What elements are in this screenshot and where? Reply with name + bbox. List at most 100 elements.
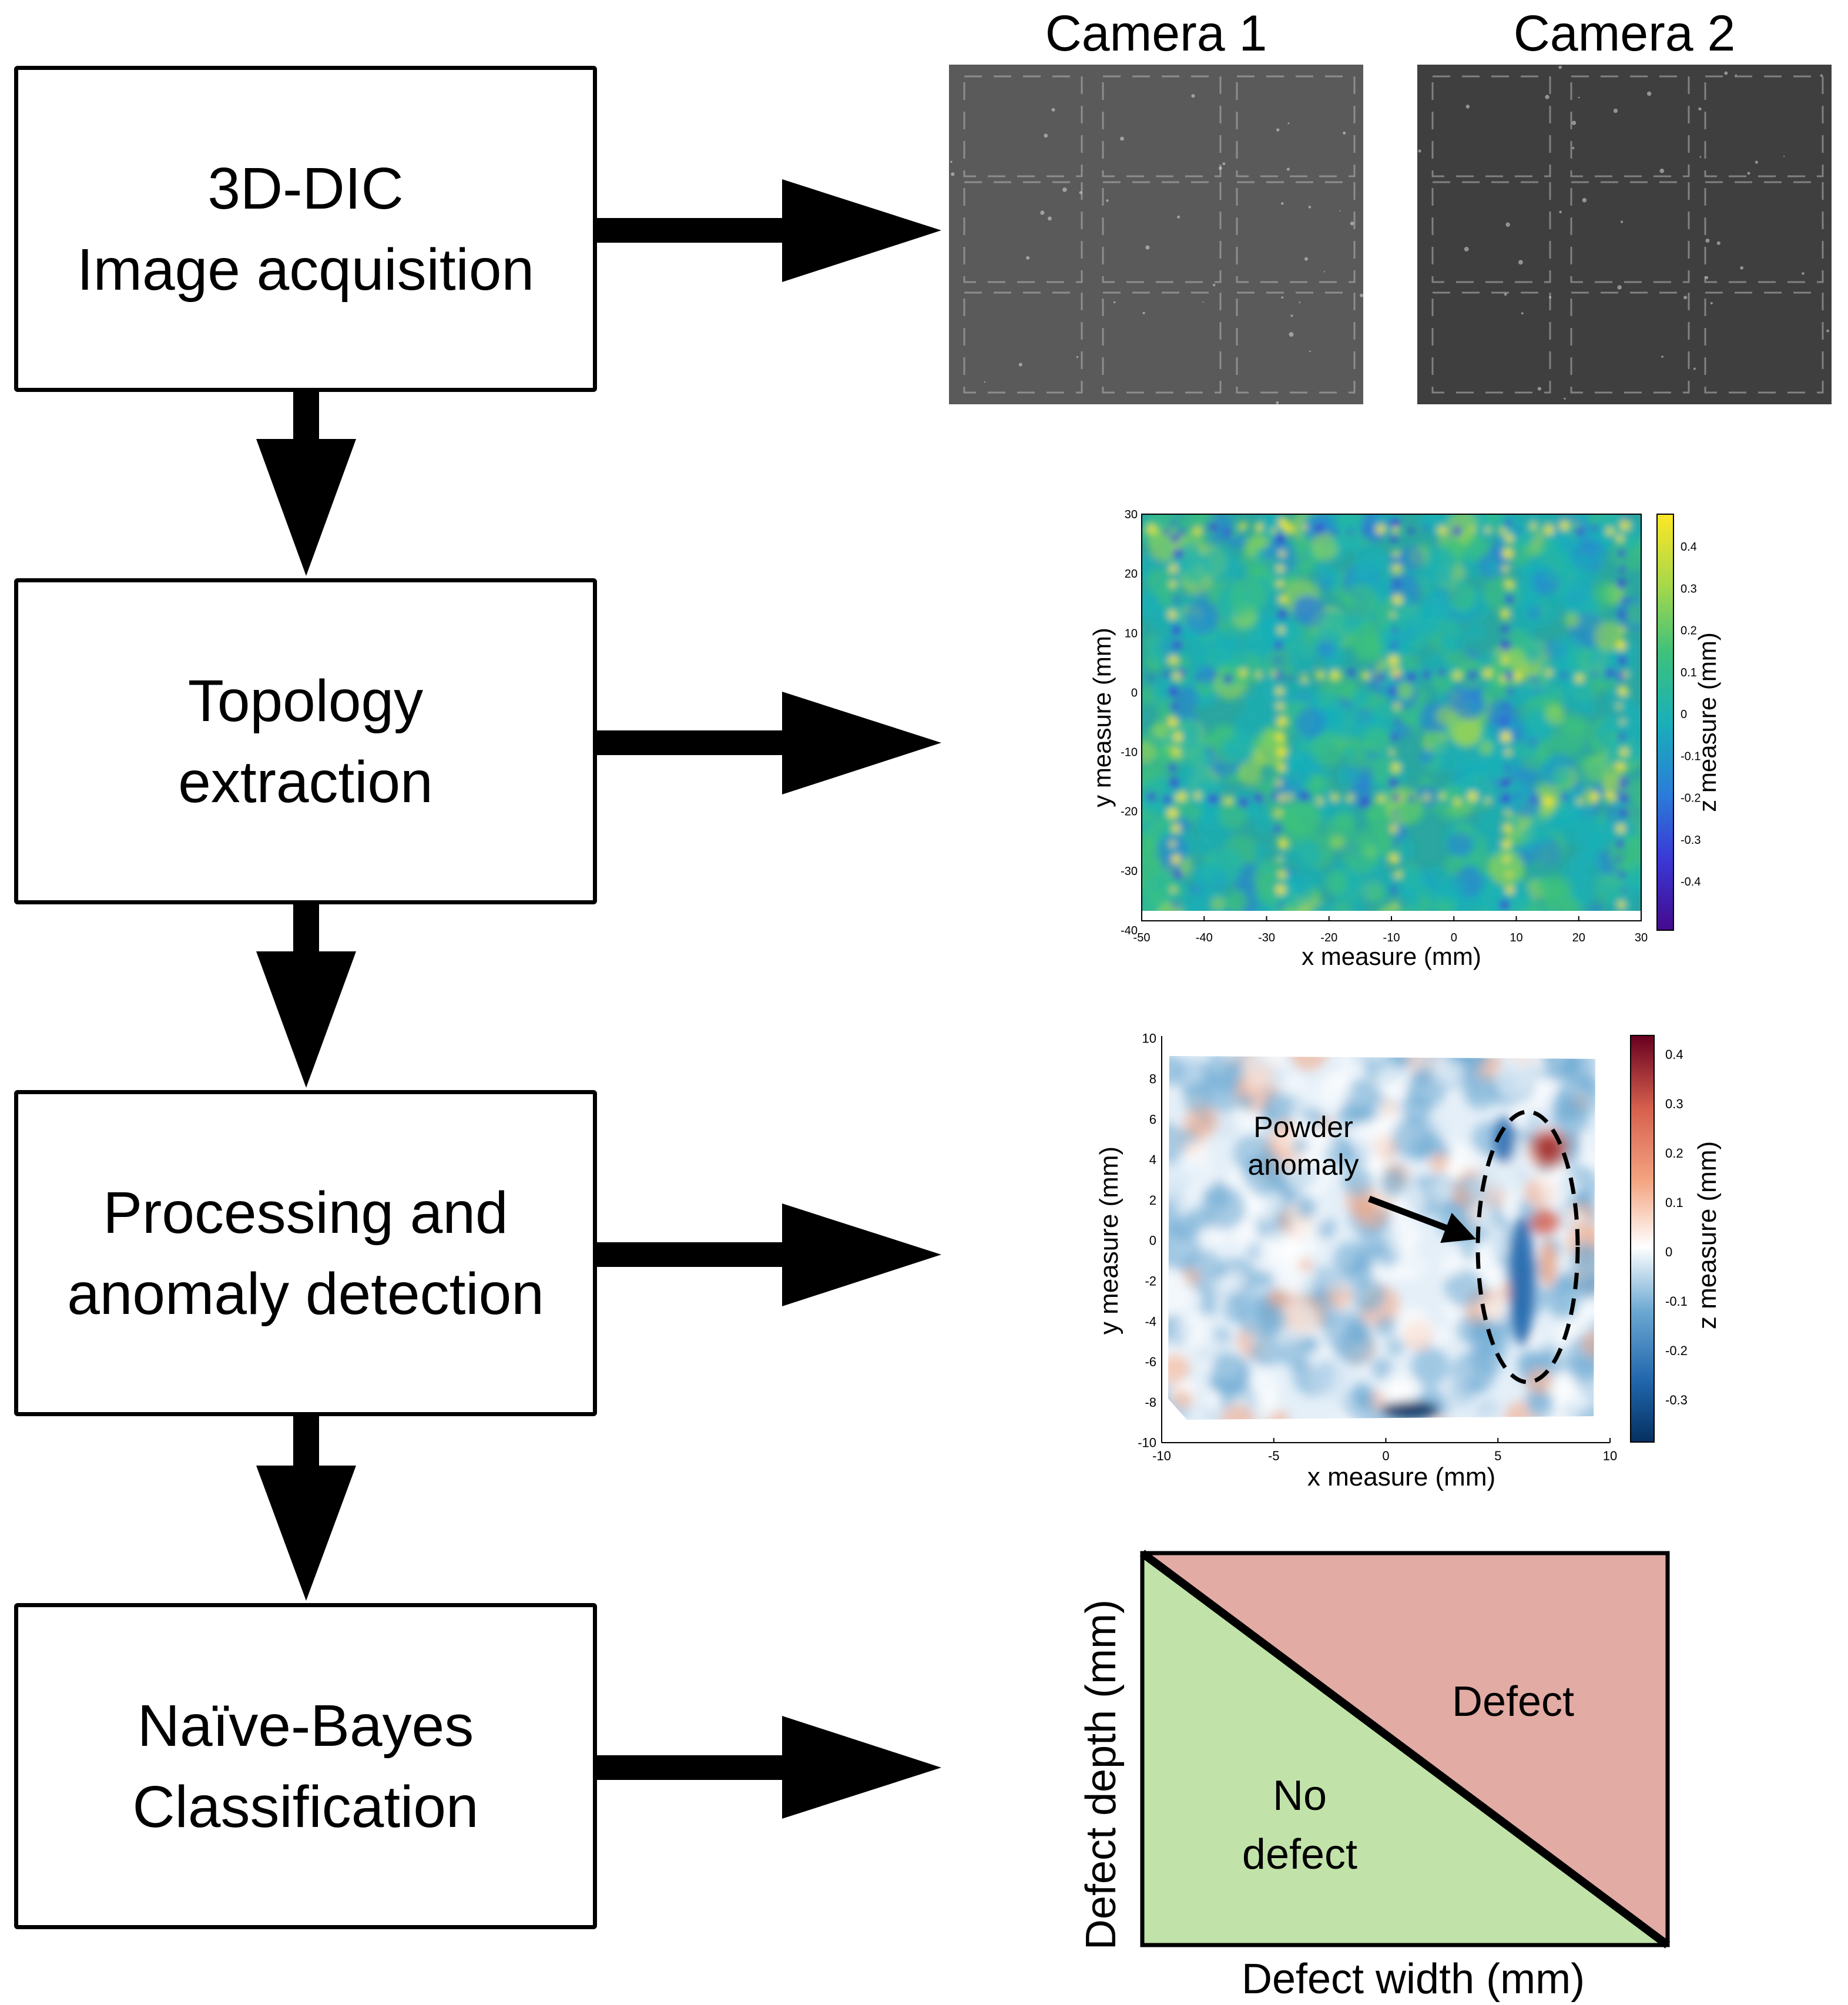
speckle-dot [1802, 272, 1805, 275]
build-grid-cell [963, 181, 1083, 283]
annotation-arrow [1368, 1195, 1477, 1243]
z-tick-label: 0.1 [1665, 1195, 1683, 1210]
y-tick-label: -20 [1121, 806, 1138, 819]
y-tick-label: -8 [1145, 1395, 1156, 1410]
speckle-dot [1578, 96, 1580, 99]
speckle-dot [1735, 74, 1737, 76]
y-tick-label: 0 [1131, 686, 1138, 699]
right-arrow-icon [597, 179, 941, 282]
speckle-dot [1613, 108, 1618, 113]
right-arrow-icon [597, 692, 941, 794]
speckle-dot [1659, 169, 1665, 173]
anomaly-z-label: z measure (mm) [1693, 1141, 1722, 1329]
speckle-dot [1212, 283, 1216, 287]
speckle-dot [1106, 199, 1109, 202]
z-tick-label: 0.4 [1681, 541, 1697, 554]
z-tick-label: 0.3 [1681, 582, 1697, 595]
x-tick-label: -10 [1383, 931, 1400, 944]
speckle-dot [1218, 166, 1222, 170]
z-tick-label: -0.3 [1681, 834, 1701, 847]
build-grid-cell [963, 75, 1083, 177]
z-tick-label: 0.3 [1665, 1097, 1683, 1111]
z-tick-label: 0 [1665, 1245, 1672, 1259]
speckle-dot [1418, 149, 1421, 153]
x-tick-label: -5 [1268, 1449, 1280, 1463]
z-tick-label: -0.4 [1681, 876, 1701, 888]
build-grid-cell [1570, 291, 1690, 394]
speckle-dot [1571, 120, 1577, 125]
camera-1-image [949, 65, 1363, 404]
x-tick-label: -10 [1152, 1449, 1171, 1463]
step-label: Naïve-Bayes Classification [132, 1692, 479, 1840]
speckle-dot [1290, 314, 1293, 317]
speckle-dot [1051, 108, 1055, 112]
anomaly-highlight-ellipse [1475, 1109, 1580, 1384]
speckle-dot [1826, 329, 1829, 333]
y-tick-label: 8 [1149, 1072, 1156, 1087]
speckle-dot [1564, 397, 1566, 400]
speckle-dot [1145, 245, 1150, 250]
y-tick-label: 2 [1149, 1193, 1156, 1208]
speckle-dot [1549, 296, 1552, 299]
decision-boundary [1139, 1550, 1671, 1949]
speckle-dot [1820, 74, 1823, 77]
speckle-dot [1693, 367, 1696, 370]
speckle-dot [1698, 107, 1702, 111]
speckle-dot [1755, 160, 1758, 164]
anomaly-x-label: x measure (mm) [1307, 1463, 1495, 1491]
build-grid-cell [1704, 291, 1824, 394]
x-tick-label: 0 [1451, 931, 1457, 944]
speckle-dot [1360, 293, 1363, 297]
y-tick-label: 4 [1149, 1152, 1156, 1167]
step-box-image-acquisition: 3D-DIC Image acquisition [14, 66, 597, 392]
topology-colorbar [1656, 514, 1674, 931]
speckle-dot [1304, 257, 1309, 261]
speckle-dot [950, 160, 952, 163]
classification-x-label: Defect width (mm) [1242, 1956, 1585, 2003]
speckle-dot [1018, 363, 1022, 367]
speckle-dot [1350, 221, 1354, 226]
speckle-dot [1504, 293, 1507, 296]
build-grid-cell [1236, 181, 1356, 283]
camera-1-title: Camera 1 [1045, 5, 1267, 62]
speckle-dot [1705, 276, 1709, 280]
speckle-dot [1202, 301, 1204, 303]
z-tick-label: -0.2 [1681, 792, 1701, 805]
build-grid-cell [1236, 291, 1356, 394]
speckle-dot [1289, 332, 1294, 337]
speckle-dot [1537, 387, 1542, 391]
y-tick-label: 10 [1142, 1031, 1156, 1046]
z-tick-label: -0.1 [1665, 1294, 1688, 1309]
classification-y-label: Defect depth (mm) [1078, 1600, 1125, 1950]
x-tick-label: 20 [1572, 931, 1585, 944]
x-tick-label: 5 [1494, 1449, 1501, 1463]
speckle-dot [1464, 247, 1469, 252]
x-tick-label: 10 [1603, 1449, 1617, 1463]
speckle-dot [1558, 65, 1562, 69]
right-arrow-icon [597, 1203, 941, 1306]
build-grid-cell [1236, 75, 1356, 177]
speckle-dot [1620, 220, 1624, 223]
z-tick-label: 0 [1681, 708, 1687, 721]
down-arrow-icon [256, 1416, 356, 1601]
x-tick-label: -50 [1133, 931, 1151, 944]
y-tick-label: -10 [1121, 746, 1138, 759]
y-tick-label: 10 [1125, 627, 1138, 640]
speckle-dot [1044, 133, 1048, 138]
speckle-dot [1465, 105, 1470, 109]
z-tick-label: 0.2 [1665, 1146, 1683, 1161]
speckle-dot [1545, 95, 1549, 99]
speckle-dot [1339, 210, 1341, 212]
speckle-dot [1299, 301, 1301, 304]
topology-x-label: x measure (mm) [1302, 943, 1481, 970]
speckle-dot [1323, 271, 1325, 273]
build-grid-cell [1570, 181, 1690, 283]
x-tick-label: 10 [1510, 931, 1522, 944]
speckle-dot [1617, 285, 1622, 290]
speckle-dot [1559, 210, 1562, 214]
topology-y-label: y measure (mm) [1088, 628, 1116, 807]
speckle-dot [1113, 301, 1116, 304]
